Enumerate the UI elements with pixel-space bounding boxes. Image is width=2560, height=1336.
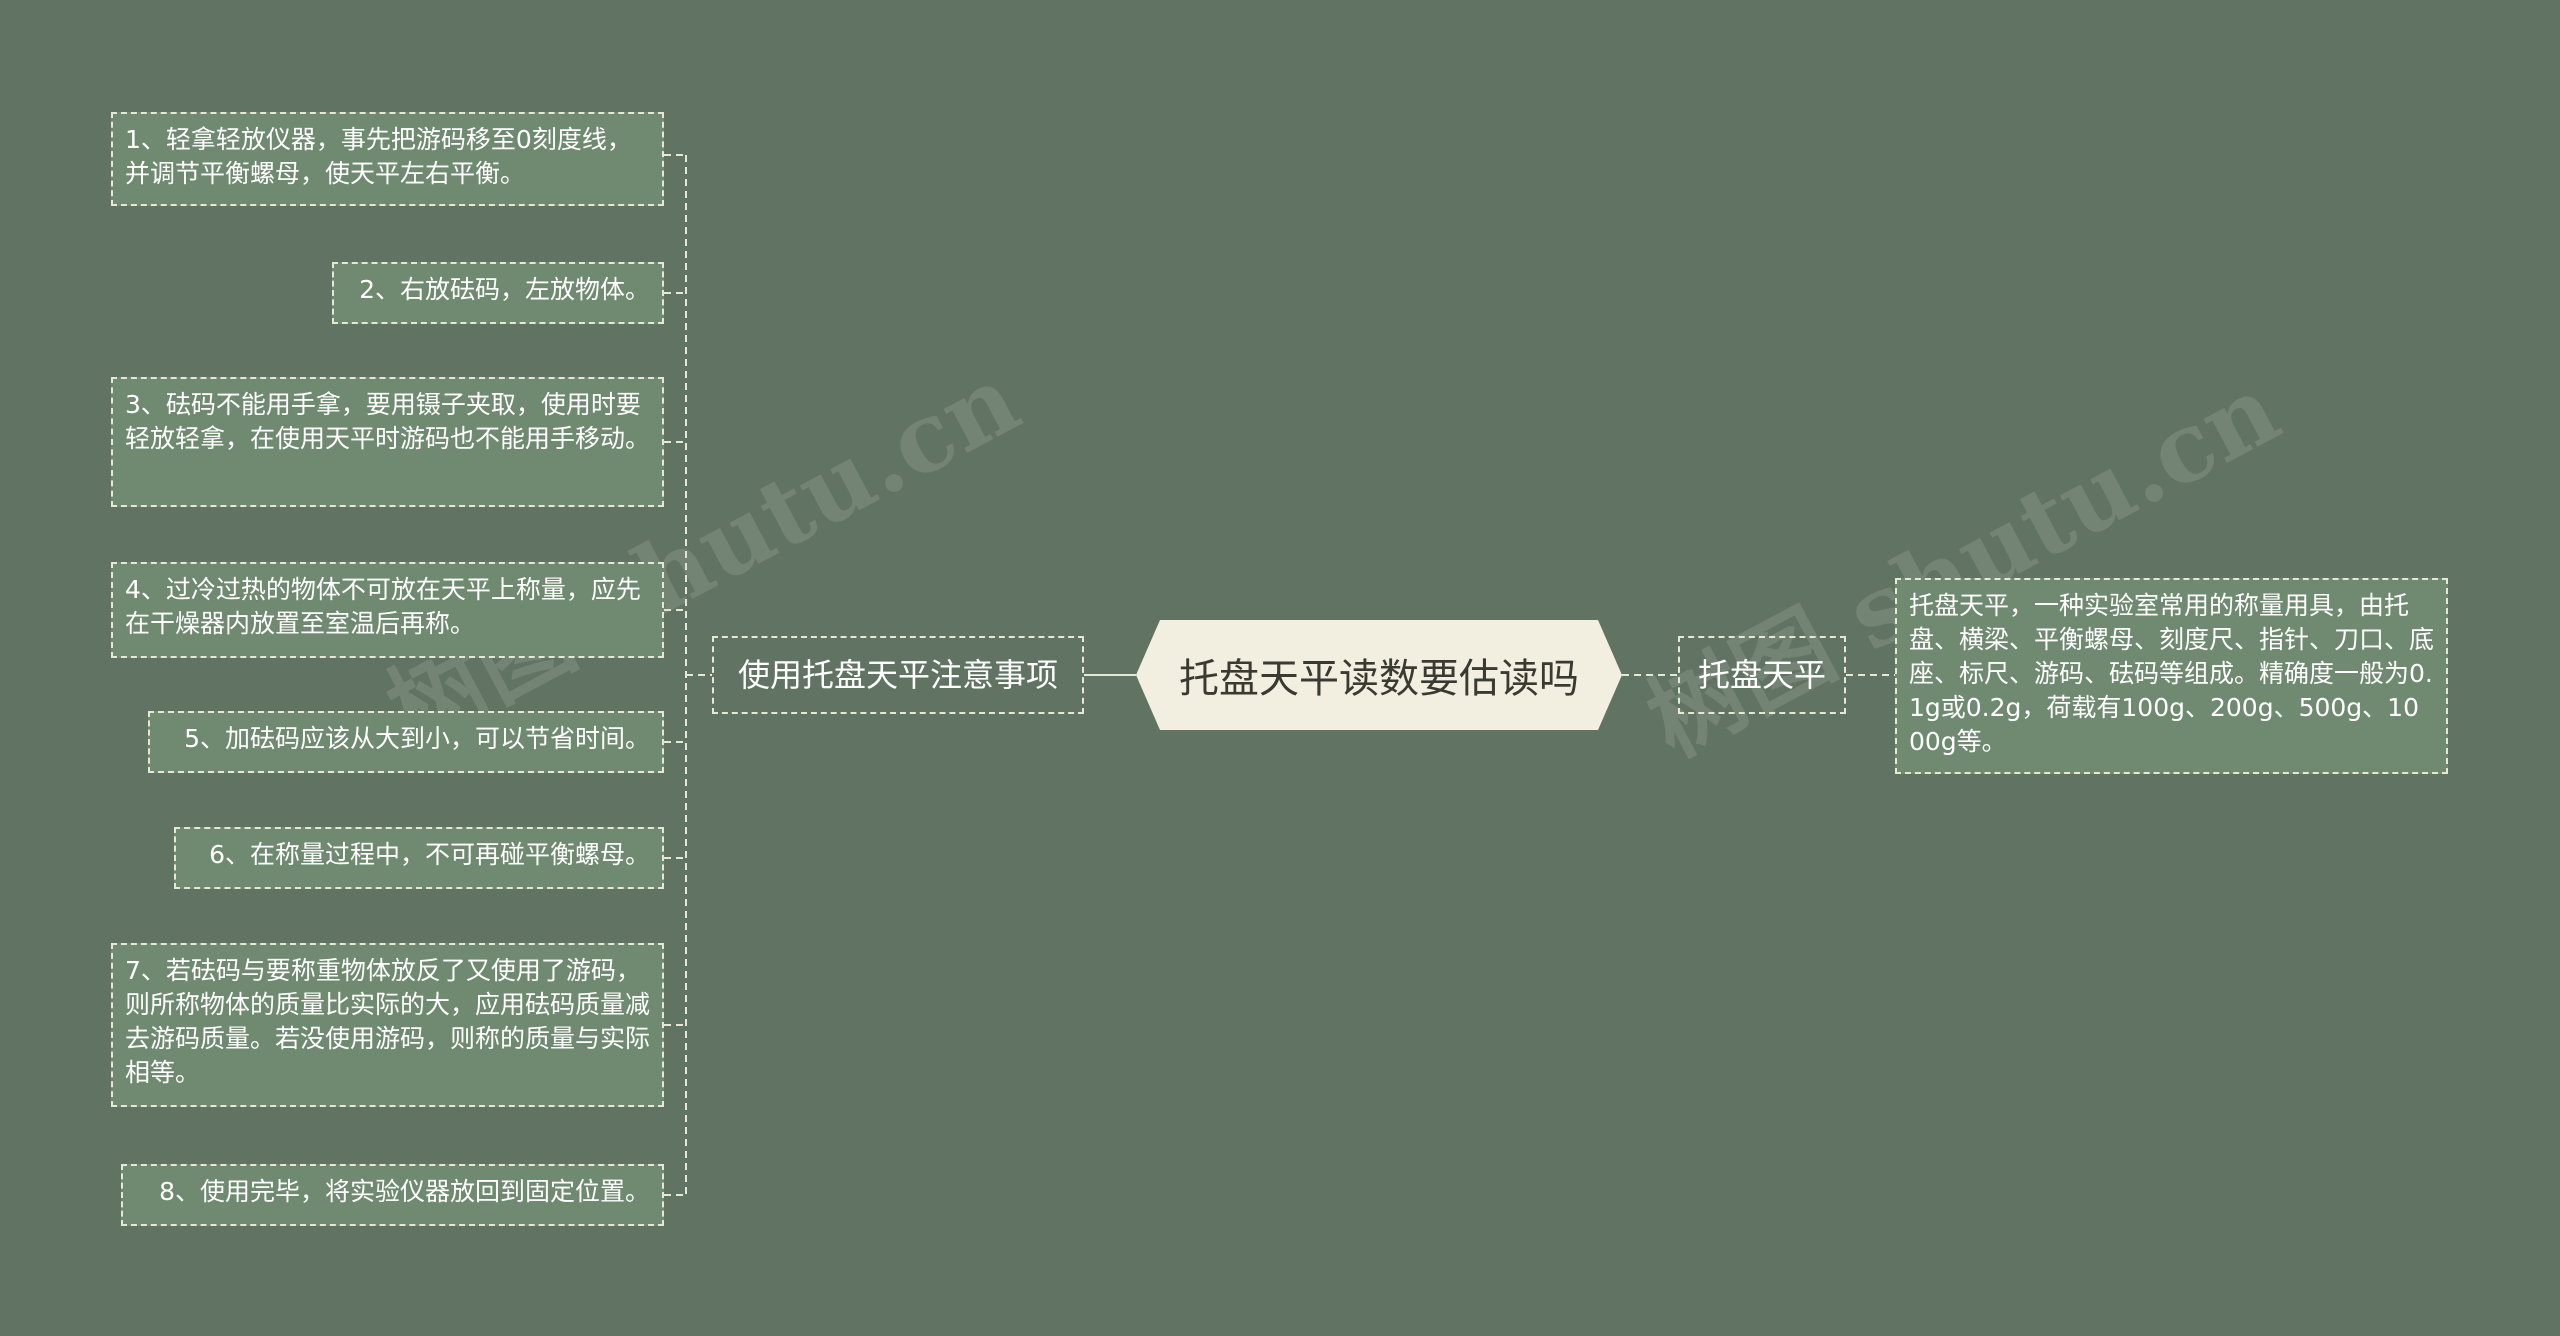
leaf-item-2: 2、右放砝码，左放物体。 xyxy=(332,262,664,324)
leaf-item-1: 1、轻拿轻放仪器，事先把游码移至0刻度线，并调节平衡螺母，使天平左右平衡。 xyxy=(111,112,664,206)
leaf-item-8: 8、使用完毕，将实验仪器放回到固定位置。 xyxy=(121,1164,664,1226)
leaf-item-7: 7、若砝码与要称重物体放反了又使用了游码，则所称物体的质量比实际的大，应用砝码质… xyxy=(111,943,664,1107)
branch-node-usage-notes[interactable]: 使用托盘天平注意事项 xyxy=(712,636,1084,714)
branch-node-tray-balance[interactable]: 托盘天平 xyxy=(1678,636,1846,714)
leaf-item-6: 6、在称量过程中，不可再碰平衡螺母。 xyxy=(174,827,664,889)
root-title: 托盘天平读数要估读吗 xyxy=(1179,656,1579,702)
root-node-shape xyxy=(1136,620,1622,730)
leaf-item-3: 3、砝码不能用手拿，要用镊子夹取，使用时要轻放轻拿，在使用天平时游码也不能用手移… xyxy=(111,377,664,507)
leaf-item-4: 4、过冷过热的物体不可放在天平上称量，应先在干燥器内放置至室温后再称。 xyxy=(111,562,664,658)
root-node[interactable]: 托盘天平读数要估读吗 xyxy=(1136,620,1622,730)
leaf-item-5: 5、加砝码应该从大到小，可以节省时间。 xyxy=(148,711,664,773)
leaf-tray-balance-description: 托盘天平，一种实验室常用的称量用具，由托盘、横梁、平衡螺母、刻度尺、指针、刀口、… xyxy=(1895,578,2448,774)
